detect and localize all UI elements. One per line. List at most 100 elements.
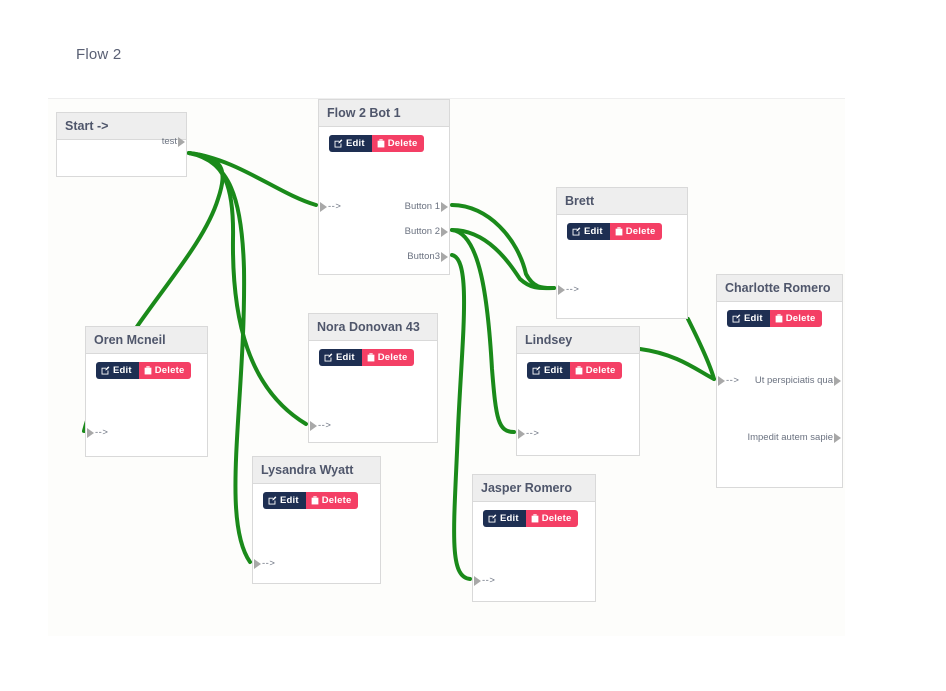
edit-button-label: Edit [113,365,132,376]
edit-button[interactable]: Edit [483,510,526,527]
edit-button-label: Edit [280,495,299,506]
flow-node-start[interactable]: Start ->test [56,112,187,177]
edit-button[interactable]: Edit [727,310,770,327]
trash-icon [144,366,152,375]
output-port-2[interactable]: Button3 [330,251,448,262]
delete-button[interactable]: Delete [569,362,623,379]
delete-button[interactable]: Delete [609,223,663,240]
edit-button-label: Edit [346,138,365,149]
input-port-0[interactable]: --> [474,575,495,586]
node-title: Lindsey [517,327,639,354]
pencil-square-icon [324,353,333,362]
port-arrow-icon [320,202,327,212]
input-port-0[interactable]: --> [320,201,341,212]
delete-button[interactable]: Delete [361,349,415,366]
edit-button-label: Edit [584,226,603,237]
output-port-label: Button 1 [404,201,440,212]
delete-button-label: Delete [377,352,408,363]
delete-button[interactable]: Delete [769,310,823,327]
node-title: Lysandra Wyatt [253,457,380,484]
node-title: Flow 2 Bot 1 [319,100,449,127]
node-actions: Edit Delete [253,484,380,509]
edge-connector [638,347,716,381]
delete-button-label: Delete [321,495,352,506]
node-actions: Edit Delete [557,215,687,240]
node-actions: Edit Delete [309,341,437,366]
edit-button[interactable]: Edit [319,349,362,366]
edge-connector [450,203,556,291]
output-port-1[interactable]: Impedit autem sapie [728,432,841,443]
port-arrow-icon [474,576,481,586]
output-port-1[interactable]: Button 2 [330,226,448,237]
edit-button[interactable]: Edit [96,362,139,379]
edit-button[interactable]: Edit [567,223,610,240]
node-actions: Edit Delete [319,127,449,152]
node-body: Edit Delete [86,354,207,457]
pencil-square-icon [268,496,277,505]
output-port-label: Button3 [407,251,440,262]
flow-node-flow2bot1[interactable]: Flow 2 Bot 1 Edit Delete --> Button 1 Button … [318,99,450,275]
edit-button[interactable]: Edit [527,362,570,379]
output-port-0[interactable]: Ut perspiciatis qua [728,375,841,386]
flow-header-panel: Flow 2 [48,30,845,99]
pencil-square-icon [101,366,110,375]
edit-button[interactable]: Edit [329,135,372,152]
pencil-square-icon [732,314,741,323]
trash-icon [377,139,385,148]
edit-button-label: Edit [336,352,355,363]
output-port-label: Impedit autem sapie [747,432,833,443]
edge-connector [187,151,318,207]
node-actions: Edit Delete [717,302,842,327]
page-title: Flow 2 [76,46,122,63]
port-arrow-icon [87,428,94,438]
input-port-0[interactable]: --> [87,427,108,438]
input-port-0[interactable]: --> [310,420,331,431]
port-arrow-icon [518,429,525,439]
port-arrow-icon [558,285,565,295]
node-title: Jasper Romero [473,475,595,502]
port-arrow-icon [834,376,841,386]
edit-button-label: Edit [544,365,563,376]
delete-button[interactable]: Delete [138,362,192,379]
pencil-square-icon [532,366,541,375]
node-body: Edit Delete [557,215,687,319]
node-title: Charlotte Romero [717,275,842,302]
delete-button[interactable]: Delete [371,135,425,152]
trash-icon [775,314,783,323]
output-port-label: Ut perspiciatis qua [754,375,833,386]
input-port-0[interactable]: --> [558,284,579,295]
port-arrow-icon [178,137,185,147]
port-arrow-icon [254,559,261,569]
output-port-0[interactable]: Button 1 [330,201,448,212]
pencil-square-icon [488,514,497,523]
node-body: Edit Delete [717,302,842,488]
delete-button-label: Delete [387,138,418,149]
trash-icon [615,227,623,236]
input-port-0[interactable]: --> [254,558,275,569]
edit-button[interactable]: Edit [263,492,306,509]
input-port-0[interactable]: --> [718,375,739,386]
output-port-label: test [161,136,177,147]
edit-button-label: Edit [744,313,763,324]
delete-button[interactable]: Delete [305,492,359,509]
output-port-0[interactable]: test [68,136,185,147]
input-port-0[interactable]: --> [518,428,539,439]
trash-icon [311,496,319,505]
delete-button[interactable]: Delete [525,510,579,527]
flow-node-nora[interactable]: Nora Donovan 43 Edit Delete --> [308,313,438,443]
port-arrow-icon [718,376,725,386]
delete-button-label: Delete [585,365,616,376]
edge-connector [450,228,556,291]
node-title: Nora Donovan 43 [309,314,437,341]
node-title: Start -> [57,113,186,140]
